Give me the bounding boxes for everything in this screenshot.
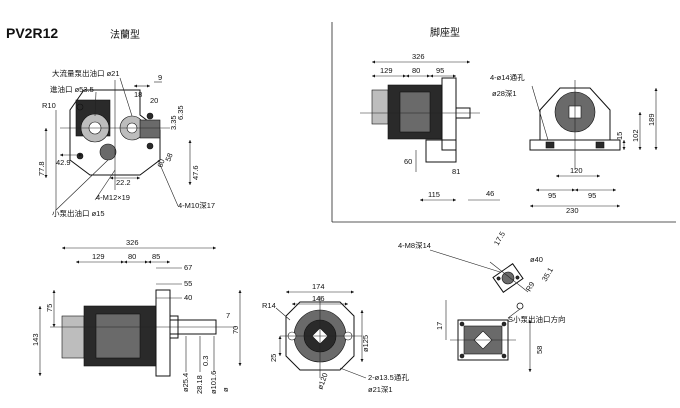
port-note-top: 4-M8深14 [398, 241, 431, 250]
foot-end-dim: 95 [588, 191, 596, 200]
large-outlet-leader [119, 77, 133, 117]
bottom-dim: 55 [184, 279, 192, 288]
bottom-dim: 143 [31, 333, 40, 346]
port-dim: 35.1 [540, 266, 555, 283]
flange-dim: 18 [134, 90, 142, 99]
foot-dim: 80 [412, 66, 420, 75]
bolt-m10-callout: 4-M10深17 [178, 201, 215, 210]
port-dim: 17 [435, 322, 444, 330]
bottom-dim: 80 [128, 252, 136, 261]
flange-dim: 9 [158, 73, 162, 82]
shaft-dim: 0.3 [201, 356, 210, 366]
bottom-dim: 40 [184, 293, 192, 302]
end-dim: 25 [269, 354, 278, 362]
foot-dim: 129 [380, 66, 393, 75]
foot-hole-note: 4-ø14通孔 [490, 72, 525, 82]
foot-end-dim: 189 [647, 113, 656, 126]
foot-dim: 115 [428, 190, 440, 199]
small-outlet-callout: 小泵出油口 ø15 [52, 208, 105, 218]
foot-dim: 95 [436, 66, 444, 75]
foot-counterbore-note: ø28深1 [492, 89, 517, 98]
end-counterbore-note: ø21深1 [368, 385, 393, 394]
flange-dim: 77.8 [37, 161, 46, 176]
foot-side-view [360, 77, 480, 163]
end-dim: R14 [262, 301, 276, 310]
bottom-dim: 7 [226, 311, 230, 320]
small-port-note: S小泵出油口方向 [508, 314, 566, 324]
flange-dim: 6.35 [176, 105, 185, 120]
radius-callout: R10 [42, 101, 56, 110]
small-outlet-port [99, 143, 117, 161]
foot-end-dim: 120 [570, 166, 583, 175]
foot-dim: 326 [412, 52, 425, 61]
bottom-dim: 67 [184, 263, 192, 272]
foot-end-dim: 102 [631, 129, 640, 142]
bottom-end-view [280, 296, 362, 378]
bolt-m12-callout: 4-M12×19 [96, 193, 130, 202]
foot-dim: 60 [404, 157, 412, 166]
bottom-dim: 75 [45, 304, 54, 312]
foot-dim: 81 [452, 167, 460, 176]
flange-dim: 3.35 [169, 115, 178, 130]
bottom-dim: 70 [231, 326, 240, 334]
port-dim: ø40 [530, 255, 543, 264]
foot-end-dim: 15 [615, 132, 624, 140]
flange-end-view [60, 80, 170, 190]
small-port-marker [516, 302, 524, 310]
end-dim: ø125 [361, 335, 370, 352]
foot-end-dim: 95 [548, 191, 556, 200]
end-dim: 174 [312, 282, 325, 291]
flange-dim: 20 [150, 96, 158, 105]
port-detail-body [450, 319, 516, 361]
flange-dim: 58 [163, 152, 174, 163]
inlet-callout: 進油口 ø53.5 [50, 84, 94, 94]
bottom-dim: 129 [92, 252, 105, 261]
bottom-dim: 326 [126, 238, 139, 247]
flange-dim: 22.2 [116, 178, 131, 187]
shaft-dim: ø101.6 [209, 371, 218, 394]
flange-dim: 42.9 [56, 158, 71, 167]
shaft-dim: 28.18 [195, 375, 204, 394]
flange-type-label: 法蘭型 [110, 28, 140, 41]
foot-type-label: 脚座型 [430, 26, 460, 39]
port-detail-flange [489, 261, 529, 293]
model-title: PV2R12 [6, 25, 58, 41]
flange-dim: 60 [155, 158, 166, 169]
foot-end-view [529, 80, 621, 170]
foot-dim: 46 [486, 189, 494, 198]
shaft-dim: ø [221, 387, 230, 392]
flange-dim: 47.6 [191, 165, 200, 180]
bottom-side-view [50, 289, 236, 377]
shaft-dim: ø25.4 [181, 373, 190, 392]
end-hole-note: 2-ø13.5通孔 [368, 372, 409, 382]
end-dim: 146 [312, 294, 325, 303]
port-dim: R9 [524, 280, 537, 293]
port-dim: 17.5 [492, 230, 507, 247]
bottom-dim: 85 [152, 252, 160, 261]
end-dim: ø120 [315, 372, 329, 391]
port-dim: 58 [535, 346, 544, 354]
large-outlet-callout: 大流量泵出油口 ø21 [52, 68, 120, 78]
foot-end-dim: 230 [566, 206, 579, 215]
